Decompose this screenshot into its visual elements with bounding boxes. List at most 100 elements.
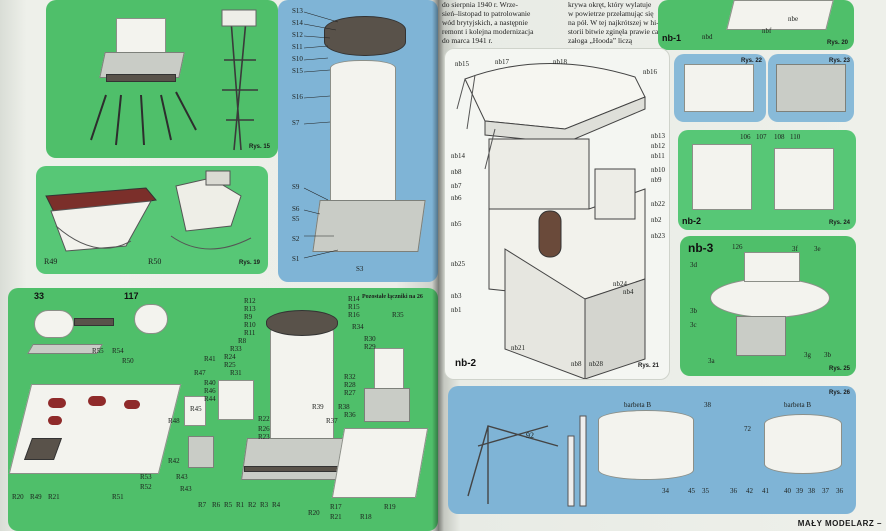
funnel-label-2: S12 <box>292 31 303 39</box>
text-line: krywa okręt, który wylatuje <box>568 0 652 9</box>
r-label-c7: R24 <box>224 353 236 361</box>
boats-drawing <box>45 170 252 252</box>
funnel-label-s3: S3 <box>356 265 364 273</box>
label-3a: 3a <box>708 357 715 365</box>
nb-label-1: nb17 <box>495 58 509 66</box>
funnel-label-3: S11 <box>292 43 303 51</box>
r-label-r9: R27 <box>344 389 356 397</box>
label-39: 39 <box>796 487 803 495</box>
bridge-windows <box>106 74 176 82</box>
right-tower-base <box>364 388 410 422</box>
nb-label-9: nb9 <box>651 176 662 184</box>
r-label-b2: R21 <box>48 493 60 501</box>
connector-rod <box>74 318 114 326</box>
text-line: remont i kolejna modernizacja <box>442 27 534 36</box>
nb-label-15: nb3 <box>451 292 462 300</box>
label-45: 45 <box>688 487 695 495</box>
r-label-c3: R10 <box>244 321 256 329</box>
barbette-a <box>598 410 694 480</box>
nb-label-17: nb21 <box>511 344 525 352</box>
funnel-label-4: S10 <box>292 55 303 63</box>
figure-rys-20: nb-1 nbd nbf nbe Rys. 20 <box>658 0 854 50</box>
nb-label-10: nb8 <box>451 168 462 176</box>
r50-label: R50 <box>148 257 162 266</box>
tower-model-1 <box>692 144 752 210</box>
r-label-l2: R50 <box>122 357 134 365</box>
label-36b: 36 <box>836 487 843 495</box>
r-label-b0: R20 <box>12 493 24 501</box>
photo-block-2 <box>776 64 846 112</box>
label-3b: 3b <box>690 307 697 315</box>
rys-22-caption: Rys. 22 <box>740 58 762 64</box>
r-label-b16: R21 <box>330 513 342 521</box>
r-label-r7: R32 <box>344 373 356 381</box>
text-line: załoga „Hooda” liczą <box>568 36 633 45</box>
nb-label-13: nb5 <box>451 220 462 228</box>
r-label-r2: R16 <box>348 311 360 319</box>
nb-label-14: nb25 <box>451 260 465 268</box>
text-line: do marca 1941 r. <box>442 36 493 45</box>
r-label-b9: R5 <box>224 501 233 509</box>
r-label-c10: R31 <box>230 369 242 377</box>
r-label-c5: R8 <box>238 337 247 345</box>
r-label-c14: R47 <box>194 369 206 377</box>
r-label-b8: R6 <box>212 501 221 509</box>
deck-opening-1 <box>48 398 66 408</box>
text-column-b: krywa okręt, który wylatuje w powietrze … <box>568 0 686 45</box>
funnel-cap <box>324 16 406 56</box>
rys-26-caption: Rys. 26 <box>828 390 850 396</box>
r-label-l5: R39 <box>312 403 324 411</box>
text-line: na pół. W tej najkrótszej w hi- <box>568 18 659 27</box>
nb-3-label: nb-3 <box>688 241 714 255</box>
r-label-b4: R52 <box>140 483 152 491</box>
nb-label-6: nb12 <box>651 142 665 150</box>
figure-rys-24: 106 107 108 110 nb-2 Rys. 24 <box>678 130 856 230</box>
r-label-l4: R42 <box>168 457 180 465</box>
label-3g: 3g <box>804 351 811 359</box>
small-part-3 <box>188 436 214 468</box>
bridge-assembly-drawing <box>456 63 646 379</box>
center-funnel-cap <box>266 310 338 336</box>
nb-label-4: nb14 <box>451 152 465 160</box>
r-label-r3: R34 <box>352 323 364 331</box>
label-36: 36 <box>730 487 737 495</box>
nb-label-18: nb24 <box>613 280 627 288</box>
label-38b: 38 <box>808 487 815 495</box>
r49-label: R49 <box>44 257 58 266</box>
photo-block <box>684 64 754 112</box>
barbeta-label-b: barbeta B <box>784 401 812 409</box>
funnel-label-8: S9 <box>292 183 300 191</box>
r-label-c11: R40 <box>204 379 216 387</box>
text-column-a: do sierpnia 1940 r. Wrze- sień–listopad … <box>442 0 560 45</box>
nb-label-16: nb1 <box>451 306 462 314</box>
figure-rys-22: Rys. 22 <box>674 54 766 122</box>
r-label-l1: R54 <box>112 347 124 355</box>
r-label-r0: R14 <box>348 295 360 303</box>
rys-15-caption: Rys. 15 <box>248 144 270 150</box>
funnel-label-12: S1 <box>292 255 300 263</box>
funnel-label-11: S2 <box>292 235 300 243</box>
turret-top <box>744 252 800 282</box>
figure-rys-21: nb18 nb17 nb16 nb15 nb14 nb13 nb12 nb11 … <box>444 48 670 380</box>
label-3f: 3f <box>792 245 798 253</box>
figure-bottom-left: 33 117 Pozostałe łączniki na 26 <box>8 288 438 531</box>
barbeta-label-a: barbeta B <box>624 401 652 409</box>
small-part-1 <box>184 396 206 426</box>
barbette-column <box>736 316 786 356</box>
r-label-l0: R55 <box>92 347 104 355</box>
figure-funnel: S13 S14 S12 S11 S10 S15 S16 S7 S9 S6 S5 … <box>278 0 438 282</box>
label-107: 107 <box>756 133 767 141</box>
label-106: 106 <box>740 133 751 141</box>
figure-rys-23: Rys. 23 <box>768 54 854 122</box>
label-110: 110 <box>790 133 801 141</box>
label-108: 108 <box>774 133 785 141</box>
label-42: 42 <box>746 487 753 495</box>
label-92: 92 <box>526 431 534 440</box>
nb-label-20: nb2 <box>651 216 662 224</box>
r-label-c8: R25 <box>224 361 236 369</box>
text-line: w powietrze przełamując się <box>568 9 654 18</box>
right-page: do sierpnia 1940 r. Wrze- sień–listopad … <box>438 0 886 531</box>
nb-2-corner-label: nb-2 <box>455 358 477 369</box>
label-40: 40 <box>784 487 791 495</box>
funnel-label-0: S13 <box>292 7 303 15</box>
